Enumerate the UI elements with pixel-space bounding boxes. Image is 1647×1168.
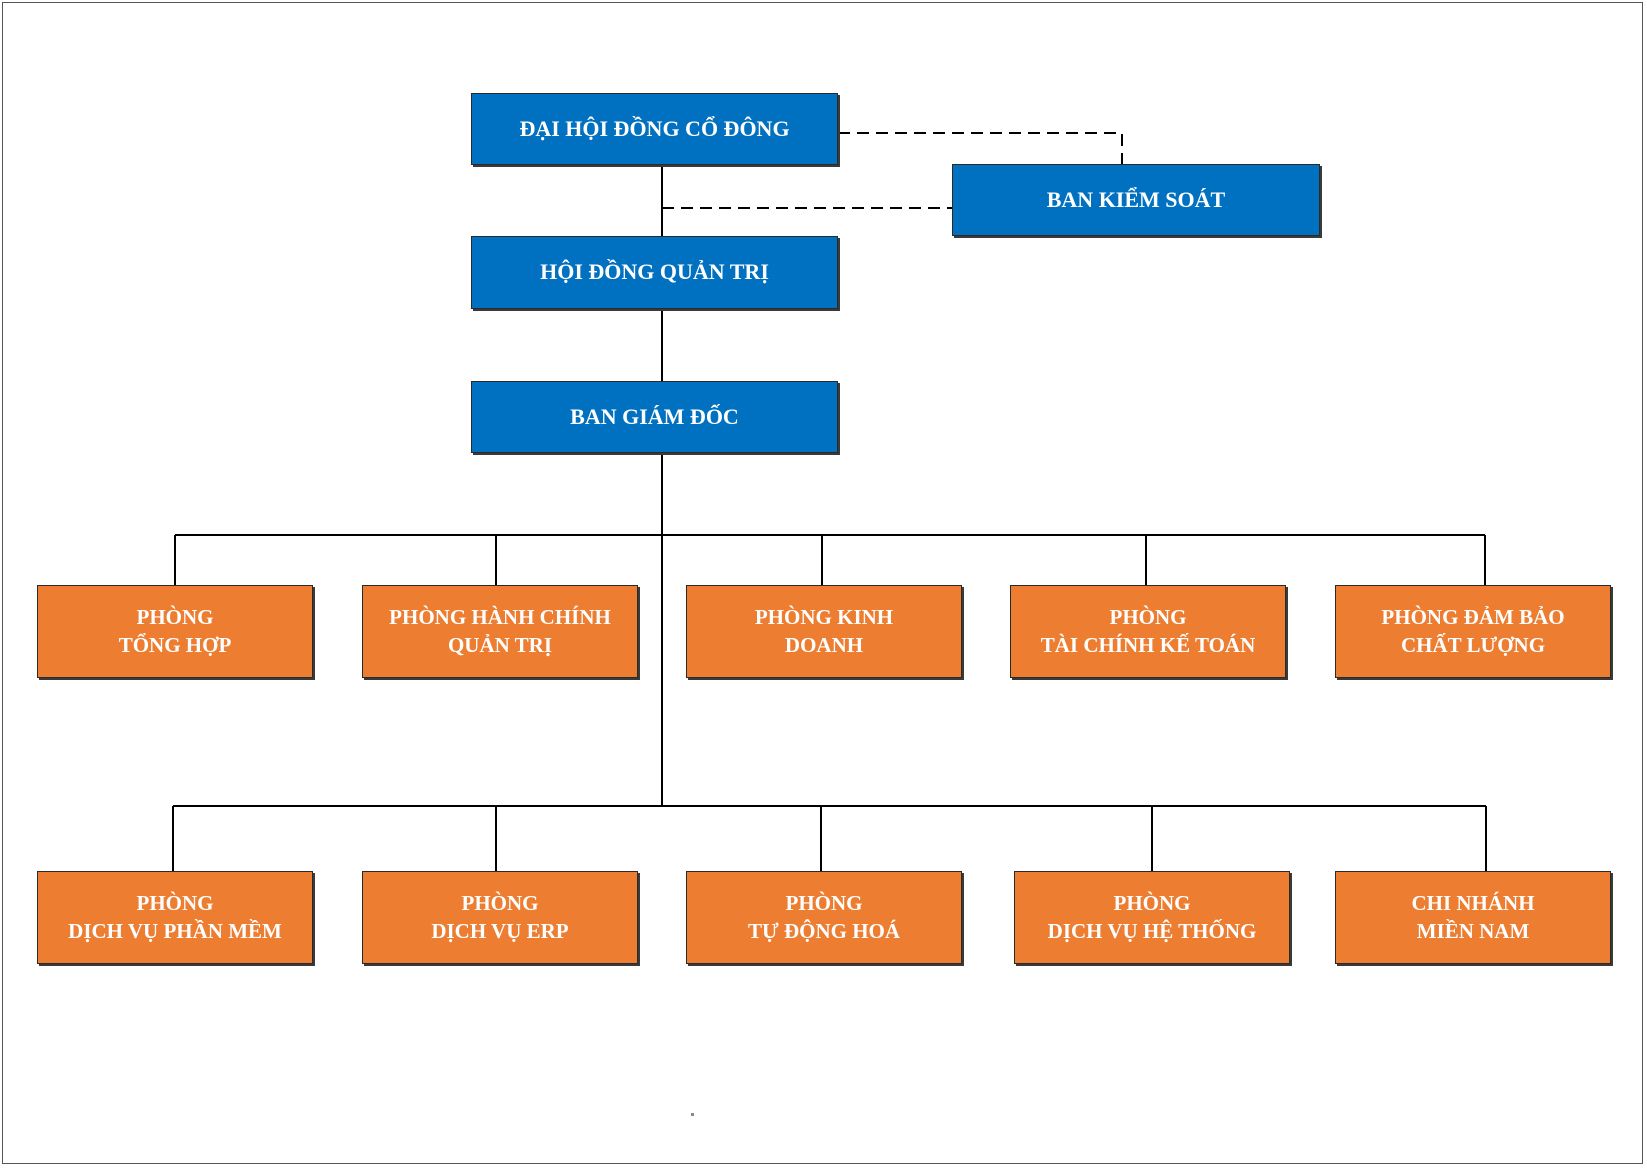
department-label-line1: CHI NHÁNH — [1411, 891, 1535, 916]
department-box: PHÒNG HÀNH CHÍNH QUẢN TRỊ — [362, 585, 638, 678]
department-label-line1: PHÒNG ĐẢM BẢO — [1381, 605, 1565, 630]
department-label-line1: PHÒNG — [136, 605, 214, 630]
department-box: PHÒNG DỊCH VỤ HỆ THỐNG — [1014, 871, 1290, 964]
department-label-line2: DỊCH VỤ ERP — [431, 918, 569, 943]
dashed-connector-shareholders-supervisory — [838, 132, 1123, 164]
department-label-line1: PHÒNG — [136, 891, 214, 916]
department-label-line1: PHÒNG — [785, 891, 863, 916]
department-label-line1: PHÒNG — [461, 891, 539, 916]
department-box: PHÒNG KINH DOANH — [686, 585, 962, 678]
department-label-line2: QUẢN TRỊ — [447, 632, 553, 657]
department-box: PHÒNG TỔNG HỢP — [37, 585, 313, 678]
department-label-line1: PHÒNG HÀNH CHÍNH — [389, 605, 611, 630]
directors-box: BAN GIÁM ĐỐC — [471, 381, 838, 453]
department-label-line1: PHÒNG — [1113, 891, 1191, 916]
department-label-line2: DOANH — [784, 632, 864, 657]
department-label-line1: PHÒNG KINH — [754, 605, 894, 630]
supervisory-label: BAN KIỂM SOÁT — [1046, 186, 1226, 212]
department-box: PHÒNG ĐẢM BẢO CHẤT LƯỢNG — [1335, 585, 1611, 678]
stray-dot — [691, 1113, 694, 1116]
supervisory-box: BAN KIỂM SOÁT — [952, 164, 1320, 236]
department-box: CHI NHÁNH MIỀN NAM — [1335, 871, 1611, 964]
department-box: PHÒNG DỊCH VỤ ERP — [362, 871, 638, 964]
department-label-line2: MIỀN NAM — [1416, 918, 1530, 943]
department-box: PHÒNG TỰ ĐỘNG HOÁ — [686, 871, 962, 964]
department-label-line2: DỊCH VỤ PHẦN MỀM — [68, 918, 282, 943]
shareholders-box: ĐẠI HỘI ĐỒNG CỔ ĐÔNG — [471, 93, 838, 165]
board-label: HỘI ĐỒNG QUẢN TRỊ — [540, 259, 769, 285]
department-label-line2: DỊCH VỤ HỆ THỐNG — [1047, 918, 1257, 943]
department-box: PHÒNG DỊCH VỤ PHẦN MỀM — [37, 871, 313, 964]
department-box: PHÒNG TÀI CHÍNH KẾ TOÁN — [1010, 585, 1286, 678]
department-label-line2: TỰ ĐỘNG HOÁ — [747, 918, 901, 943]
directors-label: BAN GIÁM ĐỐC — [570, 403, 739, 429]
department-label-line2: CHẤT LƯỢNG — [1400, 632, 1546, 657]
board-box: HỘI ĐỒNG QUẢN TRỊ — [471, 236, 838, 309]
shareholders-label: ĐẠI HỘI ĐỒNG CỔ ĐÔNG — [519, 115, 790, 141]
department-label-line2: TỔNG HỢP — [118, 632, 232, 657]
department-label-line1: PHÒNG — [1109, 605, 1187, 630]
department-label-line2: TÀI CHÍNH KẾ TOÁN — [1040, 632, 1256, 657]
